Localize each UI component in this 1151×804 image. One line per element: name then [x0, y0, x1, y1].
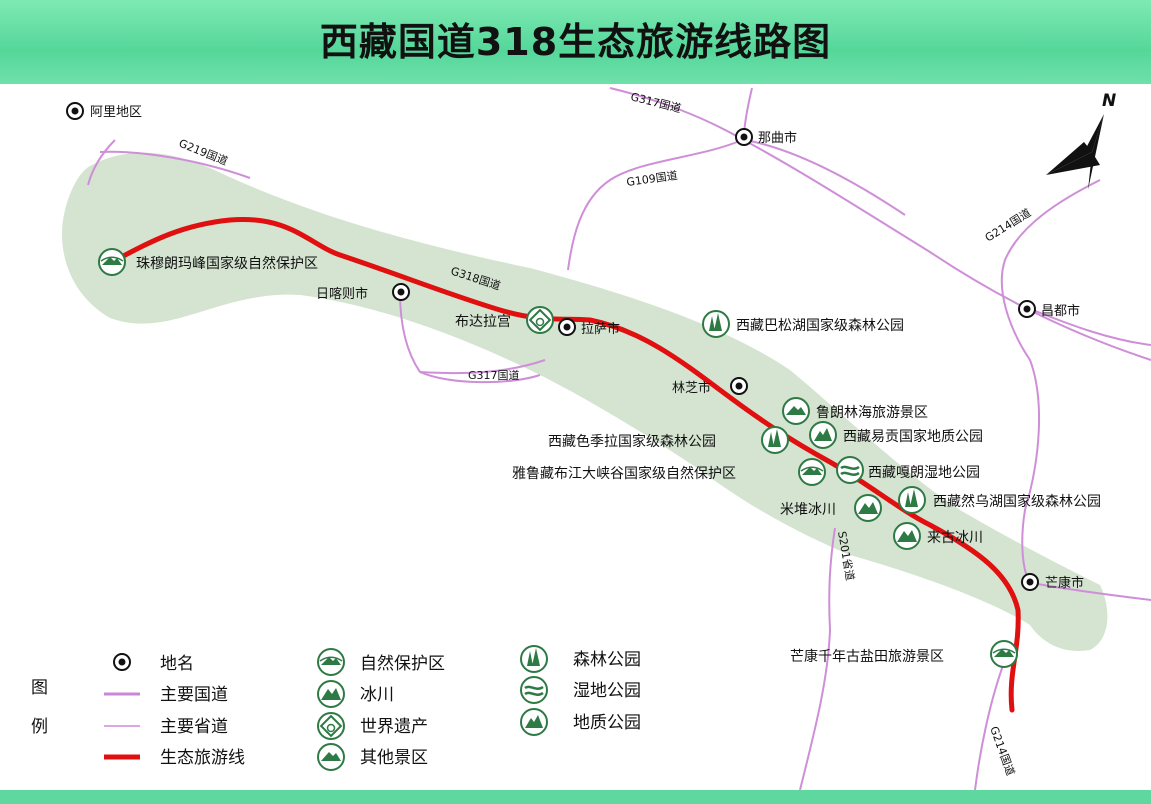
eco-corridor-area: [62, 152, 1108, 651]
road-ali-spur: [87, 139, 116, 186]
city-linzhi-label: 林芝市: [672, 380, 711, 396]
city-changdu-label: 昌都市: [1041, 303, 1080, 319]
legend-place-label: 地名: [160, 654, 194, 674]
g317-north-label: G317国道: [629, 89, 682, 115]
map-title: 西藏国道318生态旅游线路图: [319, 20, 832, 64]
s201-road: [799, 527, 836, 791]
g317-south-road: [419, 359, 546, 375]
attraction-yarlung: 雅鲁藏布江大峡谷国家级自然保护区: [512, 458, 826, 486]
attraction-lulang-label: 鲁朗林海旅游景区: [816, 405, 928, 421]
g317-north-road: [609, 87, 1151, 361]
attraction-basong: 西藏巴松湖国家级森林公园: [702, 310, 904, 338]
city-rikaze: 日喀则市: [316, 283, 410, 302]
road-east-branch: [744, 139, 906, 216]
attraction-basong-label: 西藏巴松湖国家级森林公园: [736, 317, 904, 334]
legend: 图 例 地名 主要国道 主要省道 生态旅游线 自然保护区 冰川 世界遗产 其他景: [31, 645, 641, 771]
attraction-budala-label: 布达拉宫: [455, 314, 511, 330]
legend-world-heritage-label: 世界遗产: [360, 717, 428, 737]
g219-road: [99, 150, 251, 179]
city-ali-label: 阿里地区: [90, 105, 142, 120]
attraction-galang: 西藏嘎朗湿地公园: [836, 456, 980, 484]
legend-glacier-label: 冰川: [360, 685, 394, 705]
city-changdu: 昌都市: [1018, 300, 1080, 319]
attraction-ranwu: 西藏然乌湖国家级森林公园: [898, 486, 1101, 514]
legend-title-2: 例: [31, 717, 48, 737]
legend-eco-route-label: 生态旅游线: [160, 748, 245, 768]
city-mangkang: 芒康市: [1021, 573, 1084, 591]
g214-north-label: G214国道: [982, 205, 1033, 244]
legend-other-scenic-label: 其他景区: [360, 748, 428, 768]
attraction-yarlung-label: 雅鲁藏布江大峡谷国家级自然保护区: [512, 465, 736, 482]
title-banner: [0, 0, 1151, 84]
city-naqu: 那曲市: [735, 128, 797, 146]
g214-south-road: [974, 659, 1006, 791]
naqu-north-road: [743, 87, 753, 135]
attraction-zhumulangma-label: 珠穆朗玛峰国家级自然保护区: [136, 255, 318, 272]
legend-forest-park-label: 森林公园: [573, 650, 641, 670]
g318-eco-route: [109, 216, 1021, 713]
g109-label: G109国道: [625, 168, 678, 189]
attraction-sejila: 西藏色季拉国家级森林公园: [548, 426, 789, 454]
legend-national-road-label: 主要国道: [160, 685, 228, 705]
attraction-ranwu-label: 西藏然乌湖国家级森林公园: [933, 493, 1101, 510]
g109-road: [567, 139, 743, 271]
attraction-yantian-label: 芒康千年古盐田旅游景区: [790, 648, 944, 665]
city-mangkang-label: 芒康市: [1045, 575, 1084, 591]
legend-wetland-park-label: 湿地公园: [573, 681, 641, 701]
city-naqu-label: 那曲市: [758, 130, 797, 146]
city-ali: 阿里地区: [66, 102, 142, 120]
attraction-yigong: 西藏易贡国家地质公园: [809, 421, 983, 449]
g214-north-road: [1000, 179, 1101, 584]
attraction-midui-label: 米堆冰川: [780, 502, 836, 518]
mangkang-east-road: [1031, 582, 1151, 601]
attraction-sejila-label: 西藏色季拉国家级森林公园: [548, 433, 716, 450]
legend-geo-park-label: 地质公园: [573, 713, 641, 733]
attraction-budala: 布达拉宫: [455, 306, 554, 334]
city-linzhi: 林芝市: [672, 377, 748, 396]
city-lasa: 拉萨市: [558, 318, 620, 337]
attraction-zhumulangma: 珠穆朗玛峰国家级自然保护区: [98, 248, 318, 276]
legend-provincial-road-label: 主要省道: [160, 717, 228, 737]
attraction-laigu-label: 来古冰川: [927, 530, 983, 546]
compass-north-label: N: [1102, 91, 1116, 111]
attraction-lulang: 鲁朗林海旅游景区: [782, 397, 928, 425]
g214-south-label: G214国道: [987, 724, 1018, 777]
legend-nature-reserve-label: 自然保护区: [360, 654, 445, 674]
attraction-laigu: 来古冰川: [893, 522, 983, 550]
attraction-yantian: 芒康千年古盐田旅游景区: [790, 640, 1018, 668]
attraction-yigong-label: 西藏易贡国家地质公园: [843, 428, 983, 445]
city-rikaze-label: 日喀则市: [316, 286, 368, 302]
attraction-galang-label: 西藏嘎朗湿地公园: [868, 465, 980, 481]
changdu-road: [1027, 307, 1151, 346]
compass-rose: N: [1046, 91, 1116, 190]
footer-band: [0, 790, 1151, 804]
city-lasa-label: 拉萨市: [581, 321, 620, 337]
legend-title-1: 图: [31, 678, 48, 698]
attraction-midui: 米堆冰川: [780, 494, 882, 522]
g317-south-label: G317国道: [468, 368, 520, 382]
